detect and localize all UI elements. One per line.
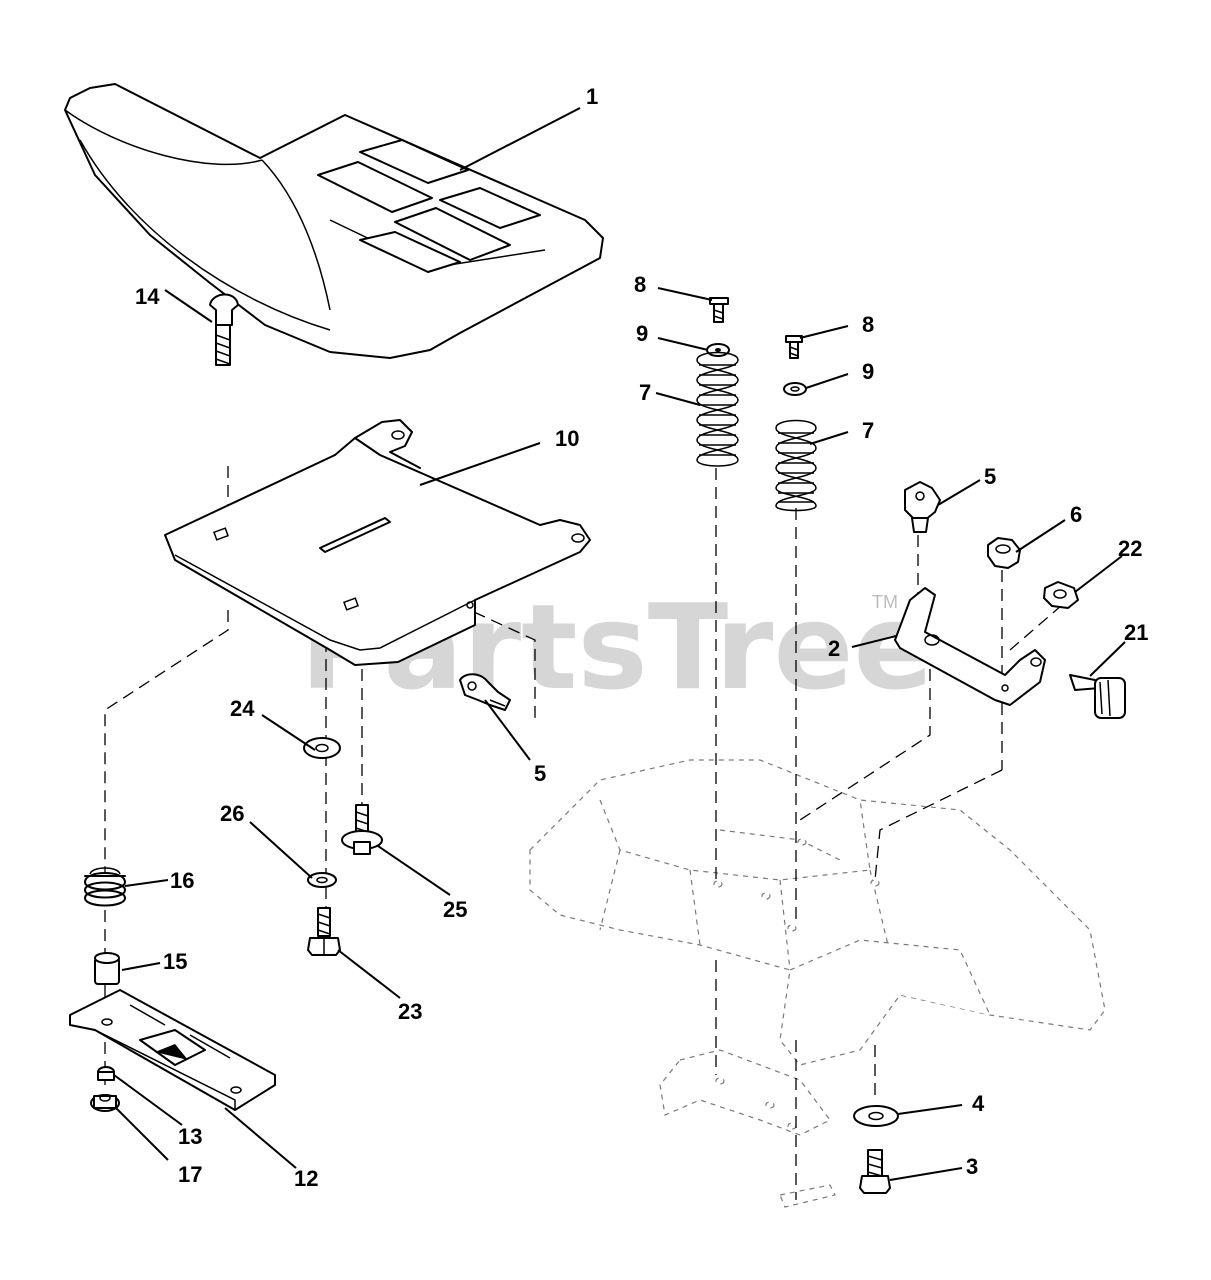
washer-part-4	[853, 1105, 899, 1127]
callout-10: 10	[555, 426, 579, 451]
hex-bolt-part-23	[307, 907, 341, 956]
callout-17: 17	[178, 1162, 202, 1187]
nut-part-13	[97, 1066, 115, 1081]
callout-labels: 1 14 10 8 9 7 8 9 7 5 6 22 2 21 5 24 26 …	[135, 84, 1148, 1191]
seat-spring-part-7-right	[775, 419, 817, 512]
callout-8-right: 8	[862, 312, 874, 337]
slide-plate-part-12	[69, 989, 276, 1111]
callout-24: 24	[230, 696, 255, 721]
callout-3: 3	[966, 1154, 978, 1179]
callout-leader-lines	[113, 107, 1126, 1181]
seat-grip-pads	[317, 139, 541, 273]
callout-21: 21	[1124, 620, 1148, 645]
washer-part-9-left	[706, 343, 730, 357]
callout-26: 26	[220, 801, 244, 826]
callout-4: 4	[972, 1091, 985, 1116]
adjustment-bracket-part-2	[894, 587, 1046, 706]
callout-5-right: 5	[984, 464, 996, 489]
callout-8-left: 8	[634, 272, 646, 297]
wing-knob-part-5-right	[904, 481, 941, 533]
callout-7-right: 7	[862, 418, 874, 443]
lock-nut-part-6	[987, 537, 1021, 569]
callout-5-left: 5	[534, 761, 546, 786]
hex-bolt-part-3	[859, 1149, 891, 1194]
callout-9-right: 9	[862, 359, 874, 384]
callout-6: 6	[1070, 502, 1082, 527]
callout-9-left: 9	[636, 321, 648, 346]
seat-pan-part-10	[164, 419, 591, 666]
tractor-frame-outline	[529, 759, 1106, 1208]
callout-12: 12	[294, 1166, 318, 1191]
callout-1: 1	[586, 84, 598, 109]
callout-7-left: 7	[639, 380, 651, 405]
svg-text:TM: TM	[872, 592, 898, 612]
seat-spring-part-7-left	[696, 351, 739, 467]
callout-15: 15	[163, 949, 187, 974]
washer-part-24	[303, 737, 341, 759]
spacer-part-15	[94, 952, 120, 985]
spring-part-16	[84, 867, 126, 907]
callout-16: 16	[170, 868, 194, 893]
screw-part-8-right	[785, 335, 803, 359]
seat-part-1	[64, 83, 604, 359]
screw-part-8-left	[709, 297, 729, 323]
callout-13: 13	[178, 1124, 202, 1149]
callout-14: 14	[135, 284, 160, 309]
lock-washer-part-26	[307, 872, 337, 888]
knob-bolt-part-21	[1069, 674, 1126, 719]
callout-2: 2	[828, 636, 840, 661]
washer-part-9-right	[783, 382, 807, 396]
callout-25: 25	[443, 897, 467, 922]
nut-part-22	[1043, 581, 1079, 609]
carriage-bolt-part-14	[209, 293, 239, 366]
callout-23: 23	[398, 999, 422, 1024]
flange-nut-part-17	[90, 1094, 120, 1112]
callout-22: 22	[1118, 536, 1142, 561]
shoulder-bolt-part-25	[341, 804, 383, 855]
